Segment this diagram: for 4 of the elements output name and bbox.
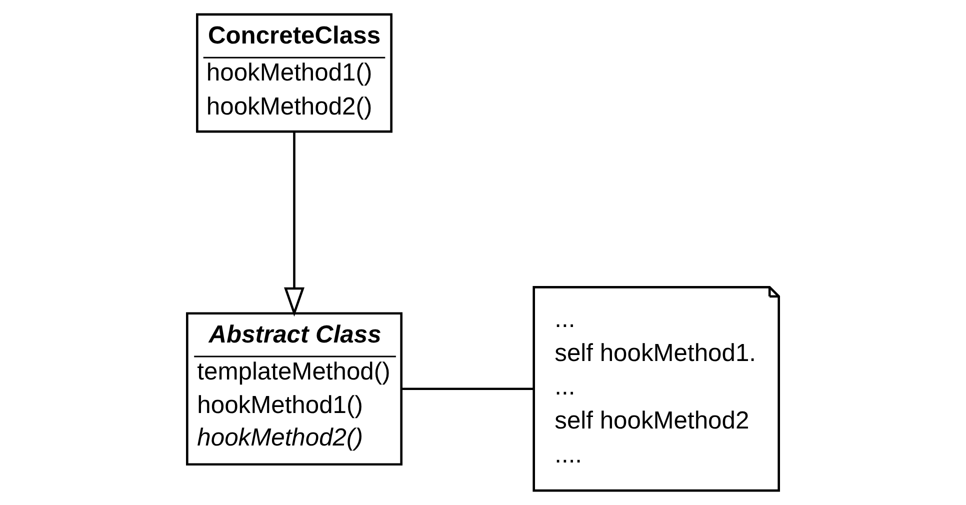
arrow bbox=[284, 132, 304, 317]
node-box: Abstract Class templateMethod() hookMethod1() hookMethod2() bbox=[186, 312, 402, 466]
connector bbox=[402, 388, 534, 390]
node-box: ConcreteClass hookMethod1() hookMethod2() bbox=[196, 13, 392, 133]
